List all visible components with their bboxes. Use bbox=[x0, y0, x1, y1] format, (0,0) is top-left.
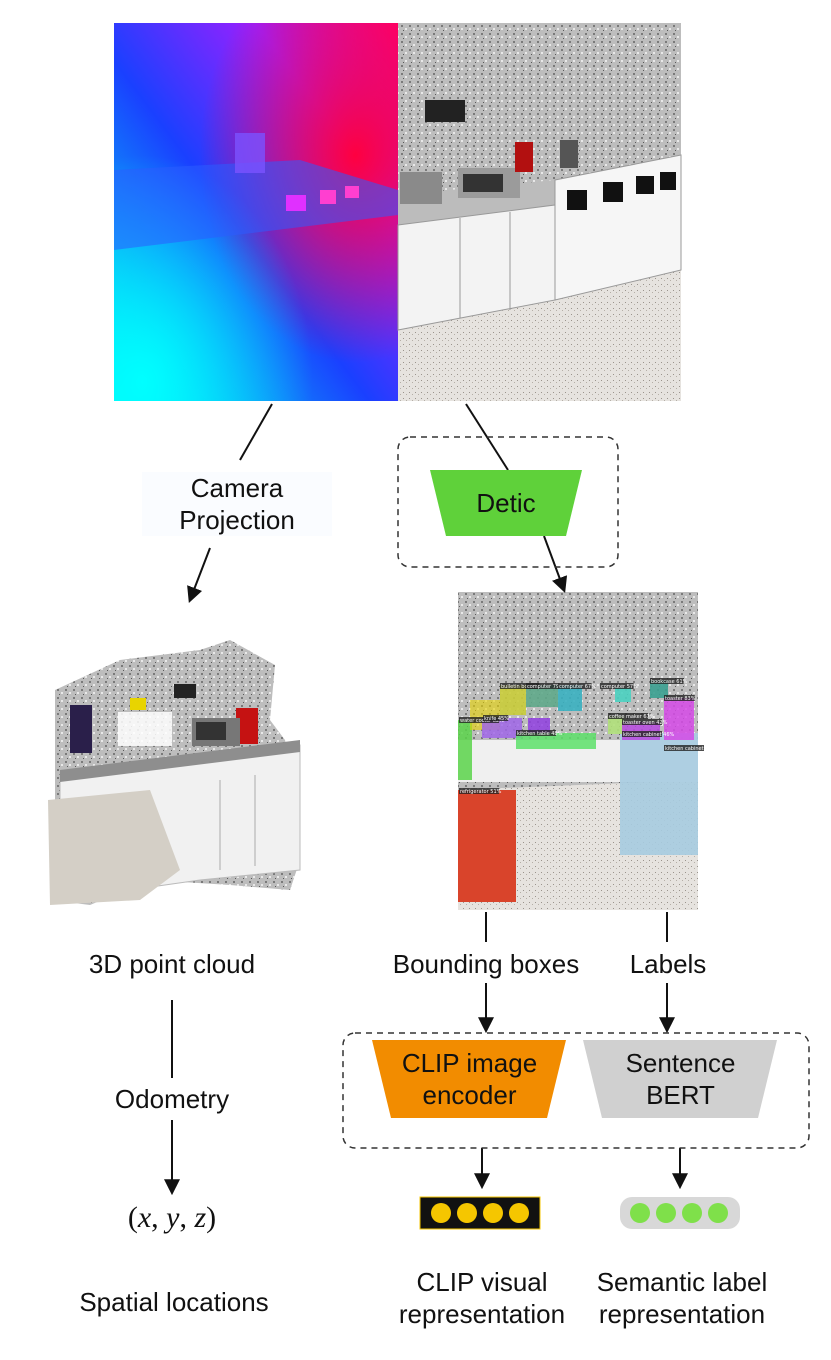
rgb-image bbox=[397, 23, 682, 401]
odometry-label: Odometry bbox=[114, 1084, 230, 1114]
camera-projection-line-2: Projection bbox=[179, 505, 295, 535]
detection-tag-bg bbox=[483, 715, 509, 721]
clip-visual-line-1: CLIP visual bbox=[416, 1267, 548, 1297]
semantic-label-line-1: Semantic label bbox=[596, 1267, 768, 1297]
detection-tag-label: water cooler 82% bbox=[460, 718, 504, 724]
sentence-bert-label: Sentence BERT bbox=[593, 1047, 768, 1111]
detection-tag-bg bbox=[459, 717, 499, 723]
detection-tag-label: coffee maker 67% bbox=[609, 714, 655, 720]
clip-visual-vector bbox=[419, 1196, 541, 1230]
sentence-bert-line-2: BERT bbox=[646, 1080, 715, 1110]
detection-tag-label: bulletin board bbox=[501, 684, 536, 690]
detection-tag-label: computer 79% bbox=[527, 684, 564, 690]
coordinates-label: (x, y, z) bbox=[127, 1201, 217, 1234]
detic-label: Detic bbox=[476, 488, 536, 518]
cabinet-box bbox=[620, 733, 698, 855]
detection-tag-bg bbox=[650, 678, 684, 684]
sentence-bert-shape bbox=[583, 1040, 777, 1118]
detection-tag-label: toaster 83% bbox=[665, 696, 696, 702]
detic-shape bbox=[430, 470, 582, 536]
sentence-bert-line-1: Sentence bbox=[625, 1048, 736, 1078]
bounding-boxes-label: Bounding boxes bbox=[392, 949, 580, 979]
detection-tag-bg bbox=[608, 713, 648, 719]
semantic-label-vector bbox=[620, 1197, 740, 1229]
clip-encoder-shape bbox=[372, 1040, 566, 1118]
clip-visual-label: CLIP visual representation bbox=[362, 1266, 602, 1330]
point-cloud-label: 3D point cloud bbox=[88, 949, 256, 979]
spatial-locations-label: Spatial locations bbox=[79, 1287, 269, 1317]
clip-encoder-label: CLIP image encoder bbox=[382, 1047, 557, 1111]
detection-tag-label: bookcase 61% bbox=[651, 679, 688, 685]
detection-tag-label: kitchen table 48% bbox=[517, 731, 563, 737]
clip-visual-line-2: representation bbox=[398, 1299, 566, 1329]
detection-tag-bg bbox=[664, 745, 704, 751]
camera-projection-line-1: Camera bbox=[190, 473, 284, 503]
detection-tag-bg bbox=[558, 683, 592, 689]
detection-tag-label: toaster oven 42% bbox=[623, 720, 668, 726]
clip-encoder-line-2: encoder bbox=[422, 1080, 517, 1110]
detection-tag-label: knife 45% bbox=[484, 716, 509, 722]
detection-tag-label: kitchen cabinet 49% bbox=[665, 746, 717, 752]
detic-dashed-box bbox=[397, 436, 619, 568]
labels-label: Labels bbox=[629, 949, 707, 979]
detection-tag-bg bbox=[500, 683, 540, 689]
detection-tag-bg bbox=[526, 683, 560, 689]
semantic-label-caption: Semantic label representation bbox=[572, 1266, 792, 1330]
detection-tag-bg bbox=[664, 695, 695, 701]
refrigerator-box bbox=[458, 790, 516, 902]
detection-tag-label: kitchen cabinet 46% bbox=[623, 732, 675, 738]
detection-tag-bg bbox=[516, 730, 556, 736]
detection-tag-bg bbox=[622, 731, 662, 737]
semantic-label-line-2: representation bbox=[598, 1299, 766, 1329]
detection-tag-label: refrigerator 51% bbox=[460, 789, 502, 795]
detection-tag-bg bbox=[622, 719, 662, 725]
clip-encoder-line-1: CLIP image bbox=[401, 1048, 538, 1078]
depth-image bbox=[114, 23, 398, 401]
camera-projection-label: Camera Projection bbox=[142, 472, 332, 536]
detection-tag-label: computer 57% bbox=[601, 684, 638, 690]
encoders-dashed-box bbox=[342, 1032, 810, 1149]
point-cloud-image bbox=[48, 640, 301, 905]
detection-tag-label: computer 67% bbox=[559, 684, 596, 690]
detection-tag-bg bbox=[600, 683, 634, 689]
detection-tag-bg bbox=[459, 788, 499, 794]
